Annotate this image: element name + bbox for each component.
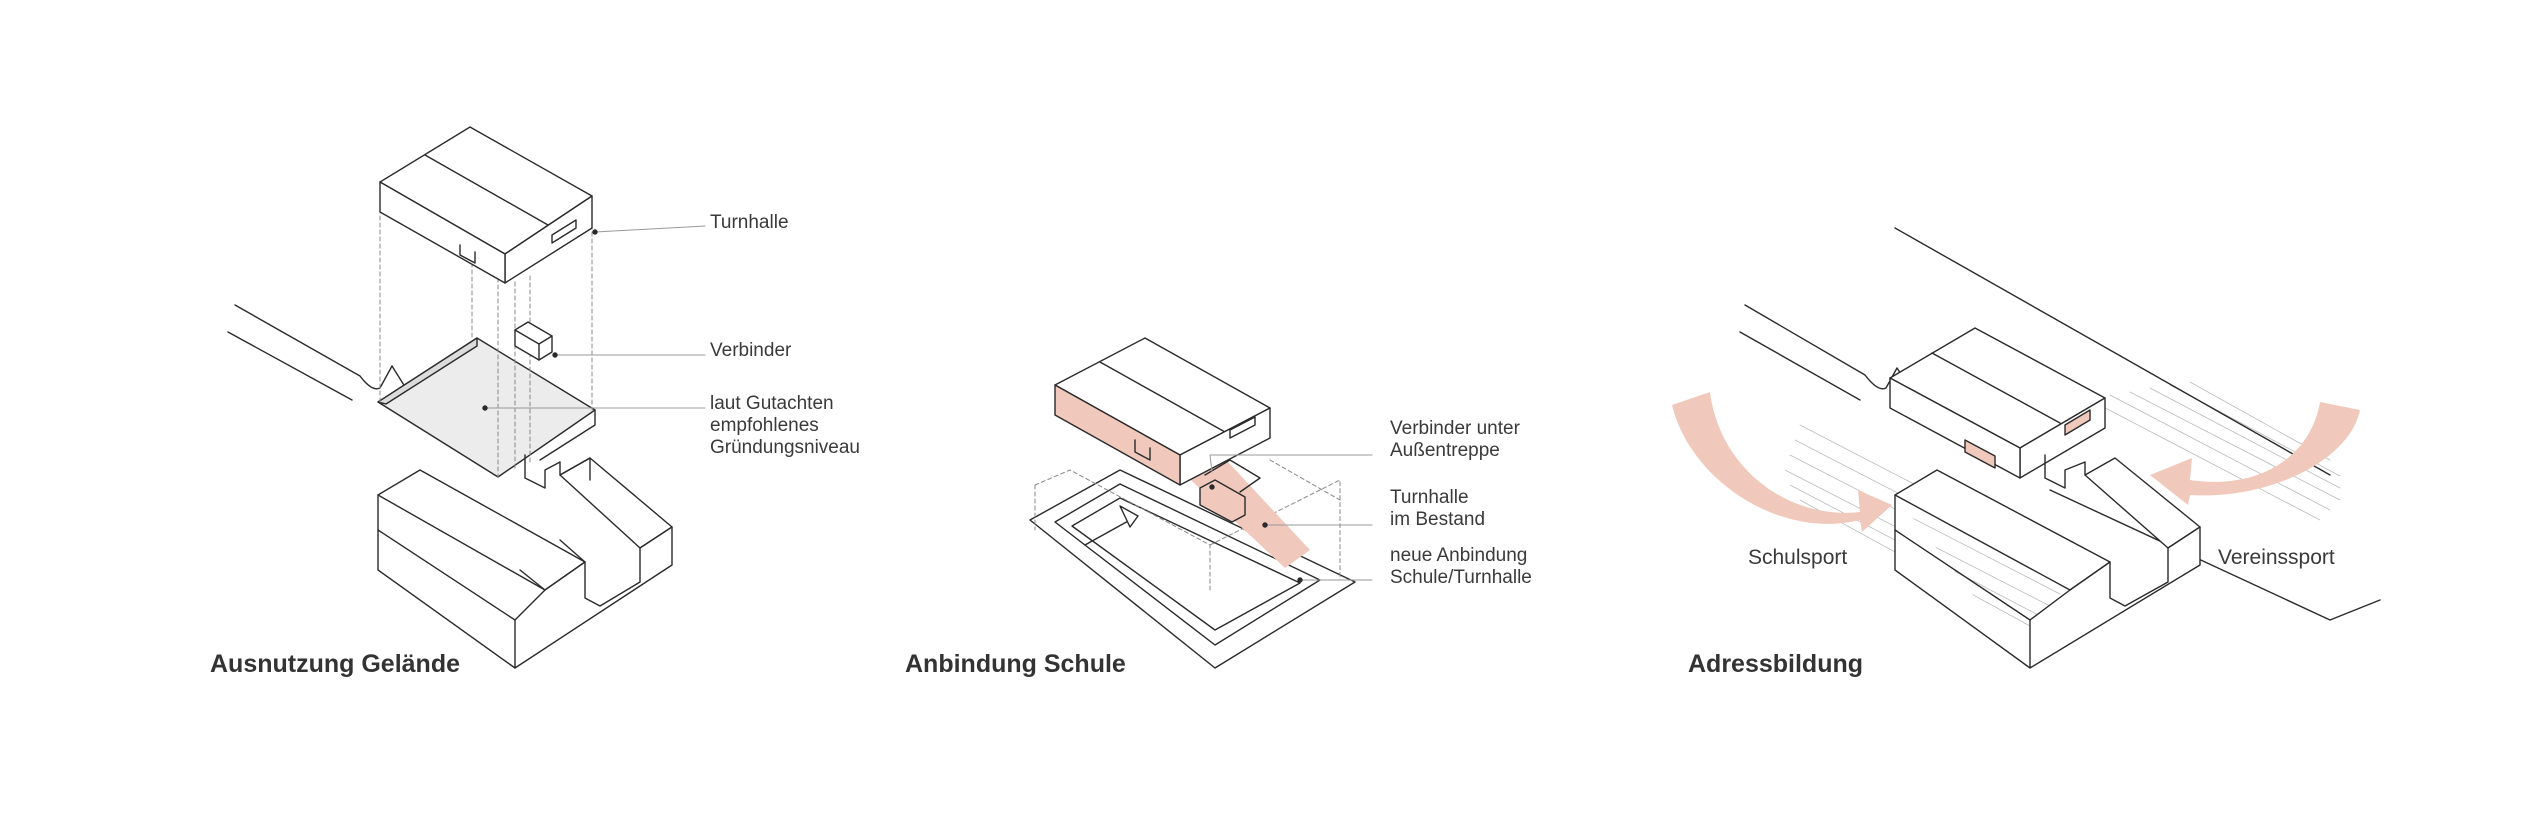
arrow-vereinssport	[2150, 402, 2360, 505]
arrow-schulsport	[1672, 392, 1892, 532]
label-turnhalle-bestand: Turnhalle im Bestand	[1390, 487, 1486, 530]
label-vereinssport: Vereinssport	[2218, 546, 2335, 569]
panel-title-adressbildung: Adressbildung	[1688, 650, 1864, 678]
label-schulsport: Schulsport	[1748, 546, 1848, 569]
label-neue-anbindung: neue Anbindung Schule/Turnhalle	[1390, 545, 1532, 588]
school-wing-roof	[559, 457, 673, 549]
panel-2-drawing	[1029, 337, 1373, 669]
label-verbinder-aussentreppe: Verbinder unter Außentreppe	[1390, 418, 1520, 461]
panel-title-ausnutzung: Ausnutzung Gelände	[210, 650, 460, 678]
label-turnhalle: Turnhalle	[710, 212, 789, 233]
panel-3-drawing	[1672, 227, 2381, 669]
panel-title-anbindung: Anbindung Schule	[905, 650, 1126, 678]
label-gruendungsniveau: laut Gutachten empfohlenes Gründungsnive…	[710, 393, 860, 458]
school-body	[377, 494, 673, 669]
label-verbinder: Verbinder	[710, 340, 792, 361]
gym-side	[379, 181, 506, 284]
panel-1-drawing	[227, 126, 706, 669]
leader-line	[594, 225, 706, 233]
leader-line	[1209, 454, 1373, 473]
gym-opening	[551, 219, 577, 244]
foundation-edge	[377, 337, 478, 405]
route-arrow	[1084, 519, 1131, 546]
site-plate	[1029, 469, 1356, 669]
terrain-line	[227, 331, 353, 401]
